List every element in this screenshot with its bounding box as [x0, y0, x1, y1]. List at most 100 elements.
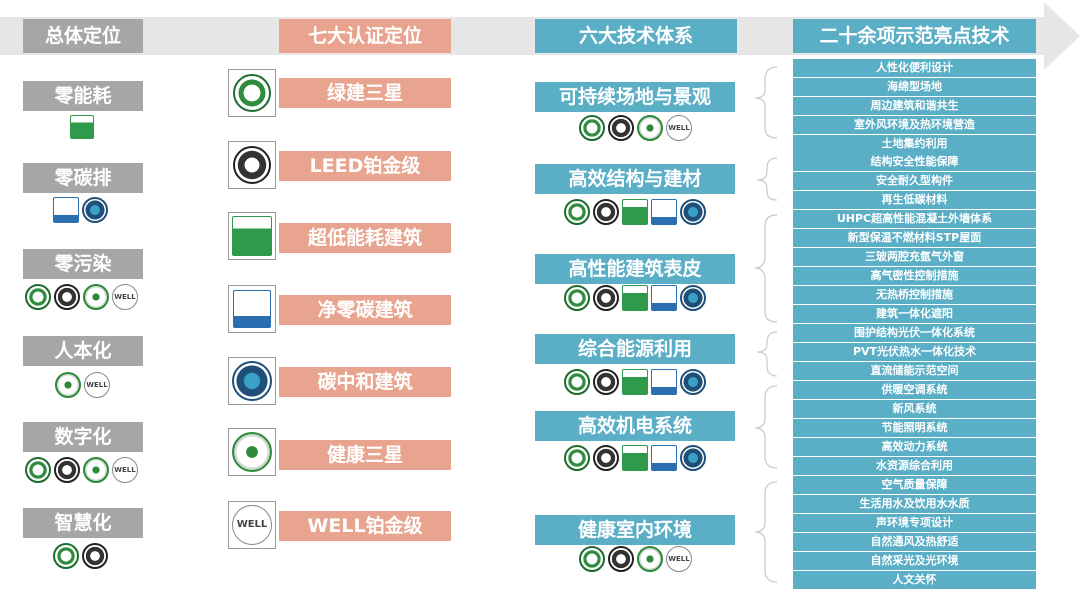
leed-icon [593, 369, 619, 395]
tech-item: 室外风环境及热环境营造 [793, 116, 1036, 135]
system-structure-materials-icons [564, 199, 706, 225]
bracket-indoor [754, 481, 778, 583]
china-green-building-icon [579, 546, 605, 572]
well-icon: WELL [84, 372, 110, 398]
leed-icon [593, 445, 619, 471]
well-icon: WELL [666, 546, 692, 572]
tech-item: 生活用水及饮用水水质 [793, 495, 1036, 514]
tuv-rheinland-icon [53, 197, 79, 223]
cert-carbon-neutral: 碳中和建筑 [279, 367, 451, 397]
system-indoor-environment-icons: WELL [579, 546, 692, 572]
china-green-building-icon [233, 74, 271, 112]
leed-logo [228, 141, 276, 189]
well-icon: WELL [112, 284, 138, 310]
healthy-building-logo [228, 428, 276, 476]
cert-ultra-low-energy: 超低能耗建筑 [279, 223, 451, 253]
passive-house-icon [70, 115, 94, 139]
tech-item: 水资源综合利用 [793, 457, 1036, 476]
position-zero-pollution-icons: WELL [25, 284, 138, 310]
passive-house-icon [622, 445, 648, 471]
china-green-building-icon [564, 285, 590, 311]
cert-healthy-building-3star: 健康三星 [279, 440, 451, 470]
leed-icon [593, 199, 619, 225]
position-digital-icons: WELL [25, 457, 138, 483]
leed-icon [54, 284, 80, 310]
bracket-mep [754, 385, 778, 469]
system-sustainable-site-icons: WELL [579, 115, 692, 141]
tuv-rheinland-icon [651, 199, 677, 225]
tech-item: 人文关怀 [793, 571, 1036, 590]
bracket-energy [756, 331, 778, 377]
tuv-rheinland-icon [651, 445, 677, 471]
position-smart-icons [53, 543, 108, 569]
system-mep-icons [564, 445, 706, 471]
position-human-centered: 人本化 [23, 336, 143, 366]
leed-icon [593, 285, 619, 311]
leed-icon [233, 146, 271, 184]
cert-leed-platinum: LEED铂金级 [279, 151, 451, 181]
carbon-neutral-icon [680, 369, 706, 395]
passive-house-icon [232, 216, 272, 256]
tech-item: 再生低碳材料 [793, 191, 1036, 210]
china-green-building-icon [564, 445, 590, 471]
system-sustainable-site: 可持续场地与景观 [535, 82, 735, 112]
system-indoor-environment: 健康室内环境 [535, 515, 735, 545]
tech-item: 三玻两腔充氩气外窗 [793, 248, 1036, 267]
tech-item: 直流储能示范空间 [793, 362, 1036, 381]
cert-well-platinum: WELL铂金级 [279, 511, 451, 541]
tech-item: 新型保温不燃材料STP屋面 [793, 229, 1036, 248]
system-building-envelope-icons [564, 285, 706, 311]
carbon-neutral-icon [680, 285, 706, 311]
tech-item: 海绵型场地 [793, 78, 1036, 97]
tuv-rheinland-icon [233, 290, 271, 328]
system-energy-utilization: 综合能源利用 [535, 334, 735, 364]
tuv-rheinland-logo [228, 285, 276, 333]
passive-house-icon [622, 369, 648, 395]
carbon-neutral-icon [232, 361, 272, 401]
healthy-building-icon [232, 432, 272, 472]
position-human-centered-icons: WELL [55, 372, 110, 398]
header-highlight-technologies: 二十余项示范亮点技术 [793, 19, 1036, 53]
tech-item: UHPC超高性能混凝土外墙体系 [793, 210, 1036, 229]
passive-house-icon [622, 199, 648, 225]
china-green-building-icon [564, 199, 590, 225]
well-icon: WELL [232, 505, 272, 545]
position-zero-pollution: 零污染 [23, 249, 143, 279]
well-icon: WELL [112, 457, 138, 483]
tech-item: 高气密性控制措施 [793, 267, 1036, 286]
healthy-building-icon [637, 546, 663, 572]
tech-item: 新风系统 [793, 400, 1036, 419]
position-zero-carbon-icons [53, 197, 108, 223]
china-green-building-icon [564, 369, 590, 395]
tech-item: PVT光伏热水一体化技术 [793, 343, 1036, 362]
position-zero-energy: 零能耗 [23, 81, 143, 111]
bracket-site [754, 66, 778, 139]
system-structure-materials: 高效结构与建材 [535, 164, 735, 194]
well-logo: WELL [228, 501, 276, 549]
healthy-building-icon [83, 457, 109, 483]
bracket-envelope [754, 214, 778, 323]
leed-icon [608, 546, 634, 572]
leed-icon [82, 543, 108, 569]
position-digital: 数字化 [23, 422, 143, 452]
china-green-building-logo [228, 69, 276, 117]
header-technical-systems: 六大技术体系 [535, 19, 737, 53]
tech-item: 周边建筑和谐共生 [793, 97, 1036, 116]
leed-icon [54, 457, 80, 483]
tech-item: 围护结构光伏一体化系统 [793, 324, 1036, 343]
cert-green-building-3star: 绿建三星 [279, 78, 451, 108]
passive-house-icon [622, 285, 648, 311]
tech-item: 建筑一体化遮阳 [793, 305, 1036, 324]
system-building-envelope: 高性能建筑表皮 [535, 254, 735, 284]
carbon-neutral-icon [680, 445, 706, 471]
bracket-structure [756, 157, 778, 201]
tech-item: 人性化便利设计 [793, 59, 1036, 78]
well-icon: WELL [666, 115, 692, 141]
tech-item: 声环境专项设计 [793, 514, 1036, 533]
china-green-building-icon [25, 457, 51, 483]
china-green-building-icon [53, 543, 79, 569]
tuv-rheinland-icon [651, 369, 677, 395]
china-green-building-icon [25, 284, 51, 310]
position-smart: 智慧化 [23, 508, 143, 538]
system-energy-utilization-icons [564, 369, 706, 395]
